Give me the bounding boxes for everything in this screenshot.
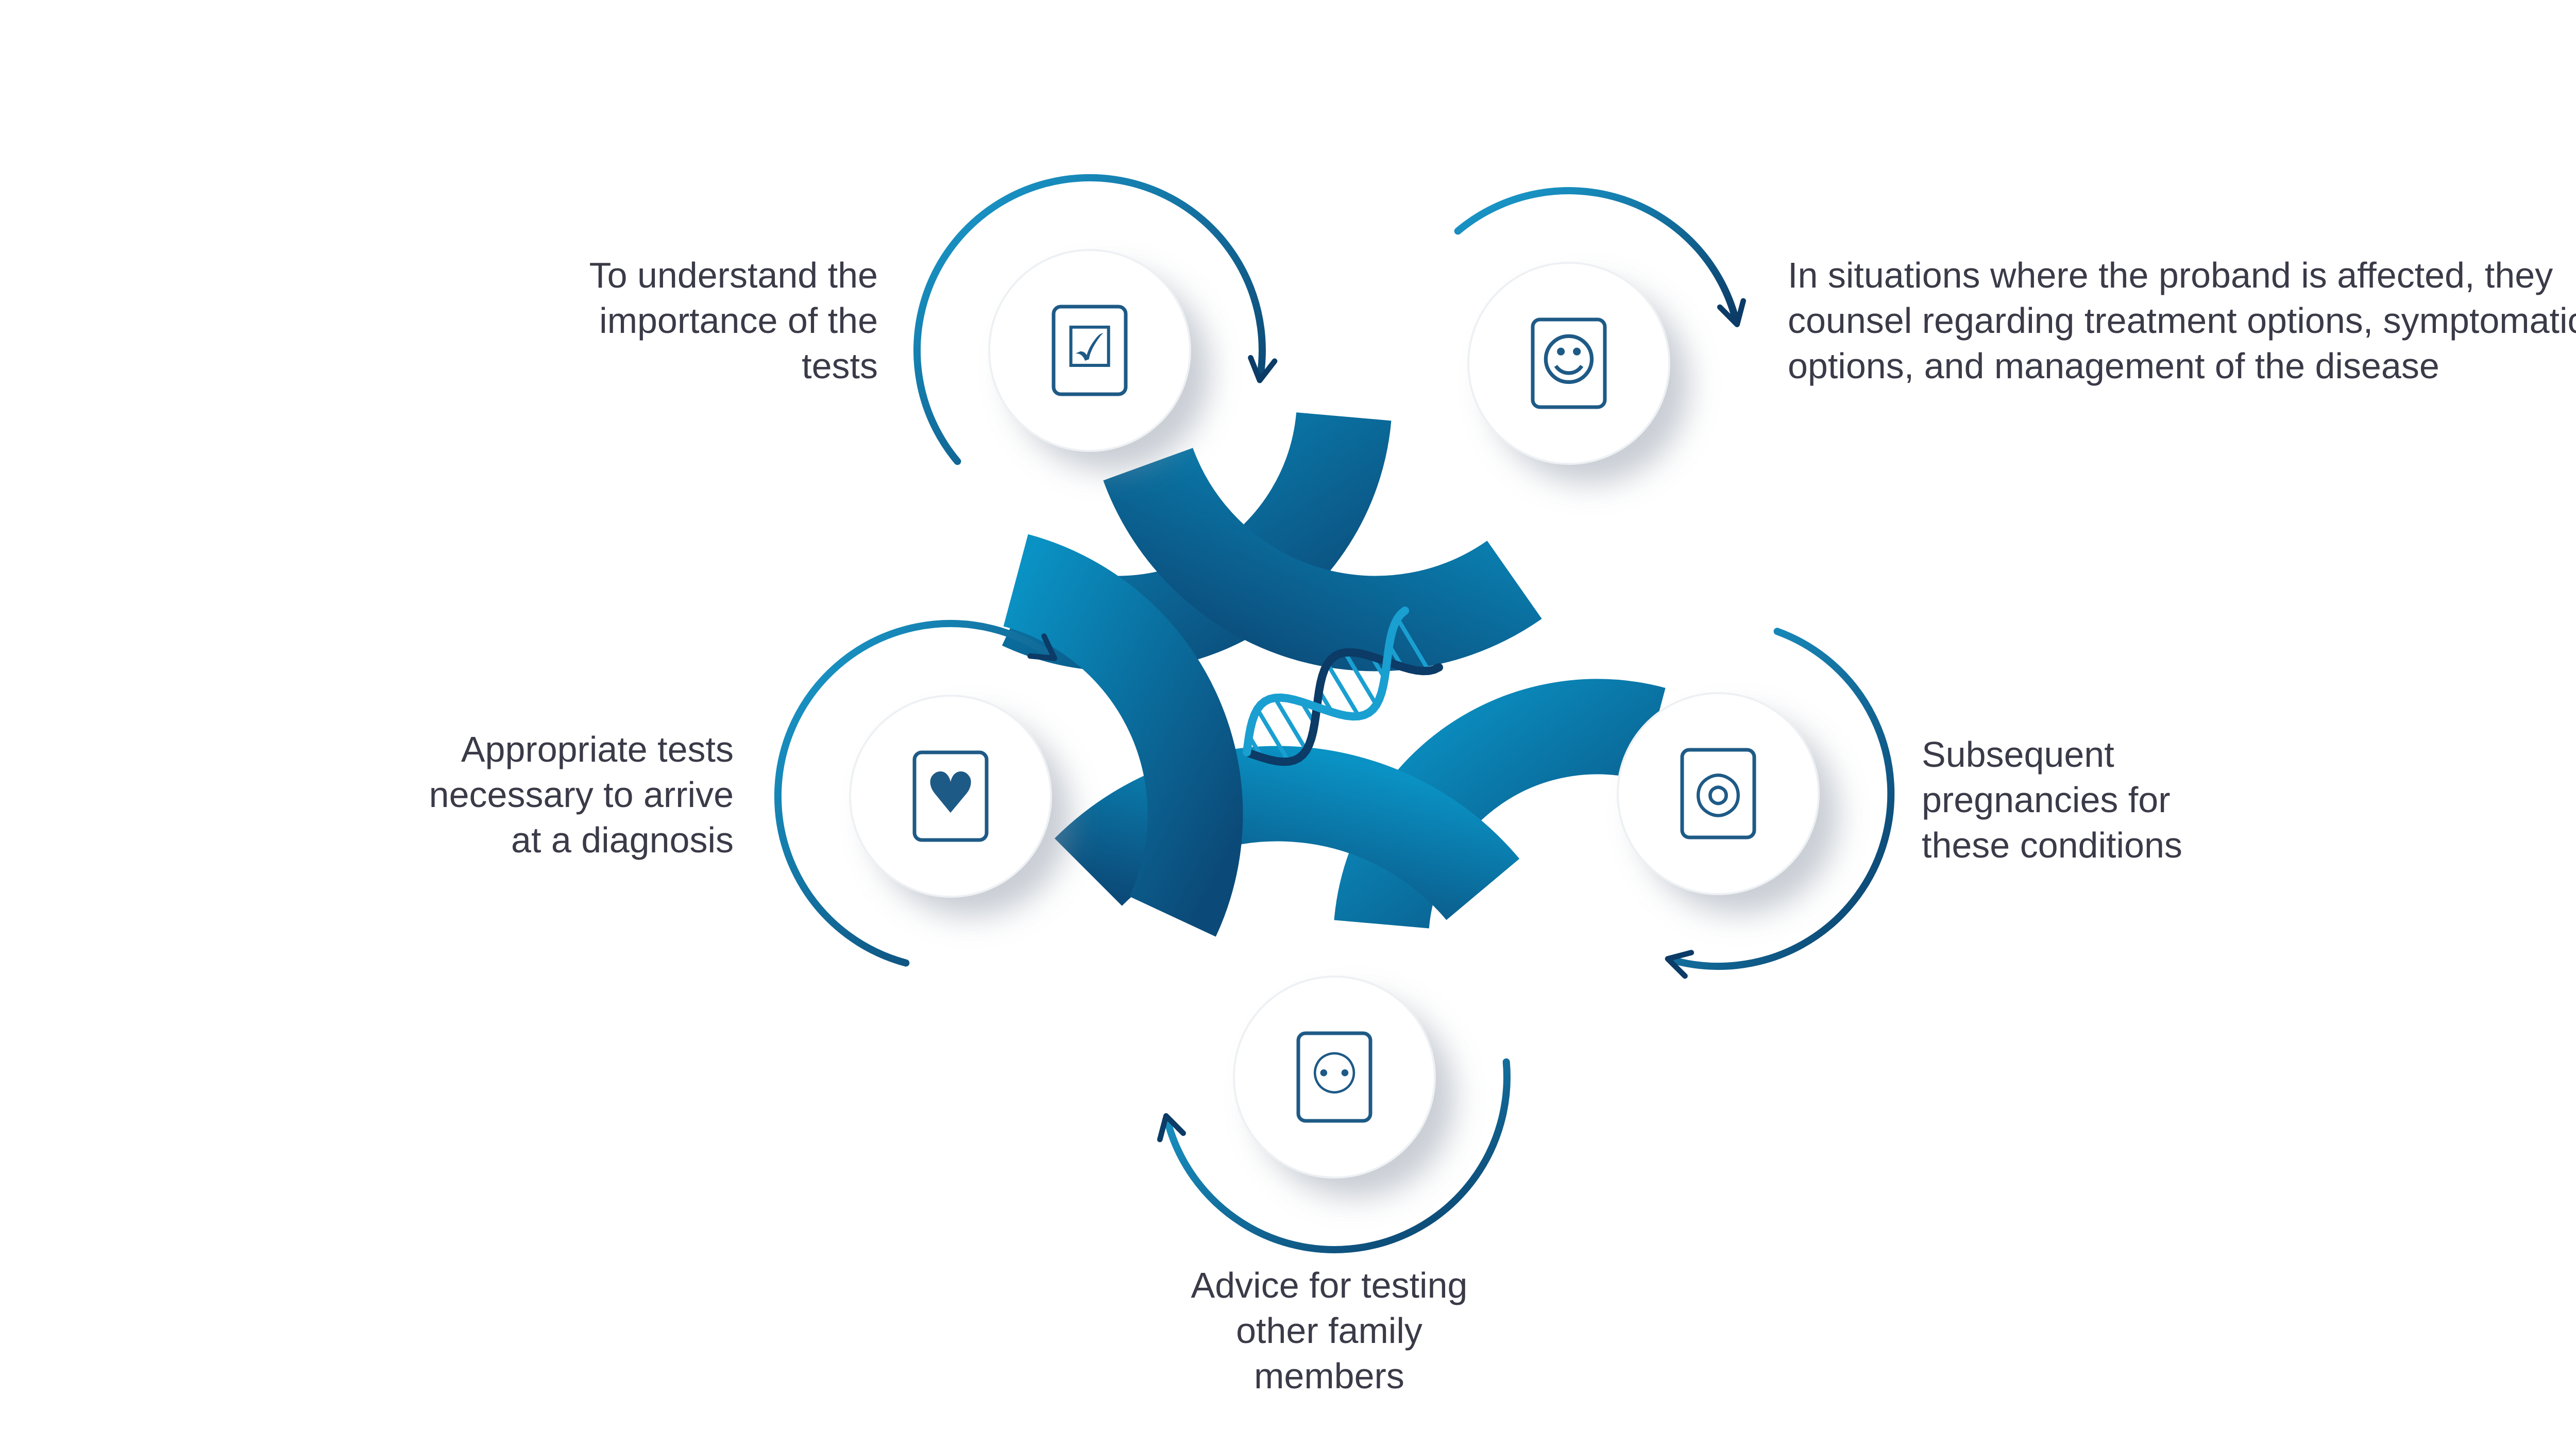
caption-line: importance of the xyxy=(599,300,878,341)
step-disc xyxy=(850,696,1051,897)
dna-icon xyxy=(1243,607,1443,766)
caption-line: tests xyxy=(802,346,878,386)
dna-rung xyxy=(1256,708,1291,763)
caption-pregnancies: Subsequent pregnancies for these conditi… xyxy=(1922,732,2182,868)
dna-rung xyxy=(1326,663,1361,717)
caption-understand: To understand the importance of the test… xyxy=(589,253,878,389)
cycle-arrow xyxy=(913,174,1278,465)
step-disc xyxy=(1234,977,1435,1178)
clipboard-heart-icon: ♥ xyxy=(912,750,989,842)
caption-line: members xyxy=(1254,1356,1404,1396)
svg-text:☑: ☑ xyxy=(1064,314,1115,380)
step-disc-rim xyxy=(1233,976,1436,1179)
ribbon-band xyxy=(1103,447,1542,671)
caption-line: options, and management of the disease xyxy=(1788,346,2439,386)
caption-line: counsel regarding treatment options, sym… xyxy=(1788,300,2576,341)
svg-text:♥: ♥ xyxy=(925,760,976,826)
counseling-person-icon: ☺ xyxy=(1531,317,1607,409)
step-disc xyxy=(1618,693,1819,894)
svg-text:⚇: ⚇ xyxy=(1309,1041,1360,1107)
cycle-arrow xyxy=(774,620,1058,967)
dna-rung xyxy=(1396,617,1431,672)
ribbon-band xyxy=(1054,746,1520,920)
step-disc-rim xyxy=(1617,692,1820,895)
caption-line: at a diagnosis xyxy=(511,820,734,860)
dna-strand xyxy=(1243,648,1443,766)
checklist-touch-icon: ☑ xyxy=(1052,305,1128,396)
step-disc xyxy=(989,250,1190,451)
caption-diagnosis: Appropriate tests necessary to arrive at… xyxy=(429,727,734,863)
step-disc-rim xyxy=(1467,262,1670,465)
caption-treatment: In situations where the proband is affec… xyxy=(1788,253,2576,389)
caption-line: necessary to arrive xyxy=(429,775,734,815)
caption-line: To understand the xyxy=(589,255,878,295)
step-node-treatment: ☺ xyxy=(1454,187,1746,465)
svg-text:◎: ◎ xyxy=(1693,758,1743,824)
step-disc-rim xyxy=(988,249,1191,452)
central-ribbon xyxy=(1002,412,1666,937)
cycle-arrow xyxy=(1454,187,1746,327)
caption-line: pregnancies for xyxy=(1922,780,2171,820)
caption-line: these conditions xyxy=(1922,825,2182,865)
svg-text:☺: ☺ xyxy=(1539,327,1599,393)
step-disc xyxy=(1468,263,1669,464)
step-node-diagnosis: ♥ xyxy=(774,620,1058,967)
cycle-arrow xyxy=(1665,628,1895,979)
fetus-dna-icon: ◎ xyxy=(1680,748,1756,839)
dna-rung xyxy=(1343,651,1378,706)
step-node-understand: ☑ xyxy=(913,174,1278,465)
caption-line: Advice for testing xyxy=(1191,1265,1468,1305)
caption-line: Subsequent xyxy=(1922,734,2114,775)
caption-line: other family xyxy=(1236,1310,1422,1351)
family-icon: ⚇ xyxy=(1296,1031,1372,1123)
step-node-family: ⚇ xyxy=(1157,976,1511,1253)
dna-strand xyxy=(1243,607,1409,757)
caption-line: Appropriate tests xyxy=(461,729,734,769)
caption-line: In situations where the proband is affec… xyxy=(1788,255,2553,295)
dna-rung xyxy=(1273,697,1308,751)
caption-family: Advice for testing other family members xyxy=(1123,1263,1535,1399)
step-disc-rim xyxy=(849,695,1052,898)
step-node-pregnancies: ◎ xyxy=(1617,628,1895,979)
cycle-arrow xyxy=(1157,1058,1511,1253)
ribbon-band xyxy=(1003,534,1243,937)
